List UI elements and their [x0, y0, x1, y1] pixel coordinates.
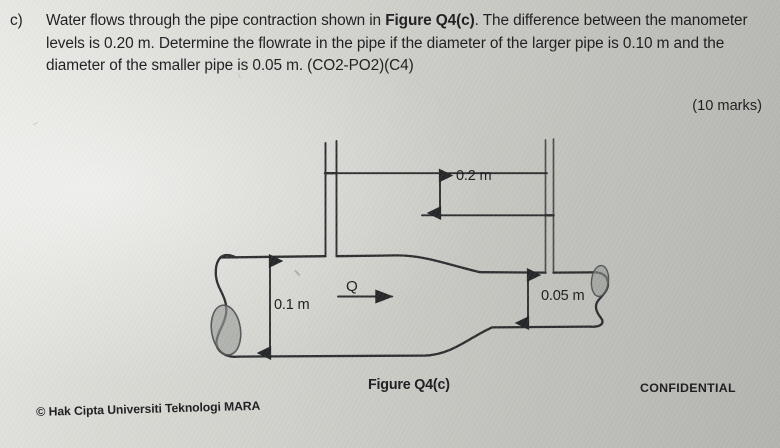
- pipe-end-shading: [210, 264, 610, 356]
- right-manometer-tube: [544, 138, 555, 274]
- question-text-part2: . The difference between the manometer l…: [46, 12, 748, 75]
- question-block: c) Water flows through the pipe contract…: [10, 10, 762, 78]
- copyright-symbol-icon: ©: [36, 404, 46, 419]
- label-flowrate-q: Q: [346, 278, 358, 295]
- figure-reference: Figure Q4(c): [385, 12, 475, 29]
- label-small-diameter: 0.05 m: [541, 288, 585, 304]
- marks-allocation: (10 marks): [692, 98, 762, 114]
- question-label: c): [10, 12, 23, 29]
- question-text: Water flows through the pipe contraction…: [46, 10, 762, 78]
- left-manometer-tube: [324, 140, 338, 257]
- pipe-bottom-wall: [236, 325, 592, 358]
- confidential-marker: CONFIDENTIAL: [640, 381, 736, 395]
- label-large-diameter: 0.1 m: [274, 297, 310, 313]
- question-text-part1: Water flows through the pipe contraction…: [46, 12, 386, 29]
- figure-caption: Figure Q4(c): [368, 377, 450, 393]
- pipe-top-wall: [219, 253, 593, 274]
- label-manometer-difference: 0.2 m: [456, 168, 492, 184]
